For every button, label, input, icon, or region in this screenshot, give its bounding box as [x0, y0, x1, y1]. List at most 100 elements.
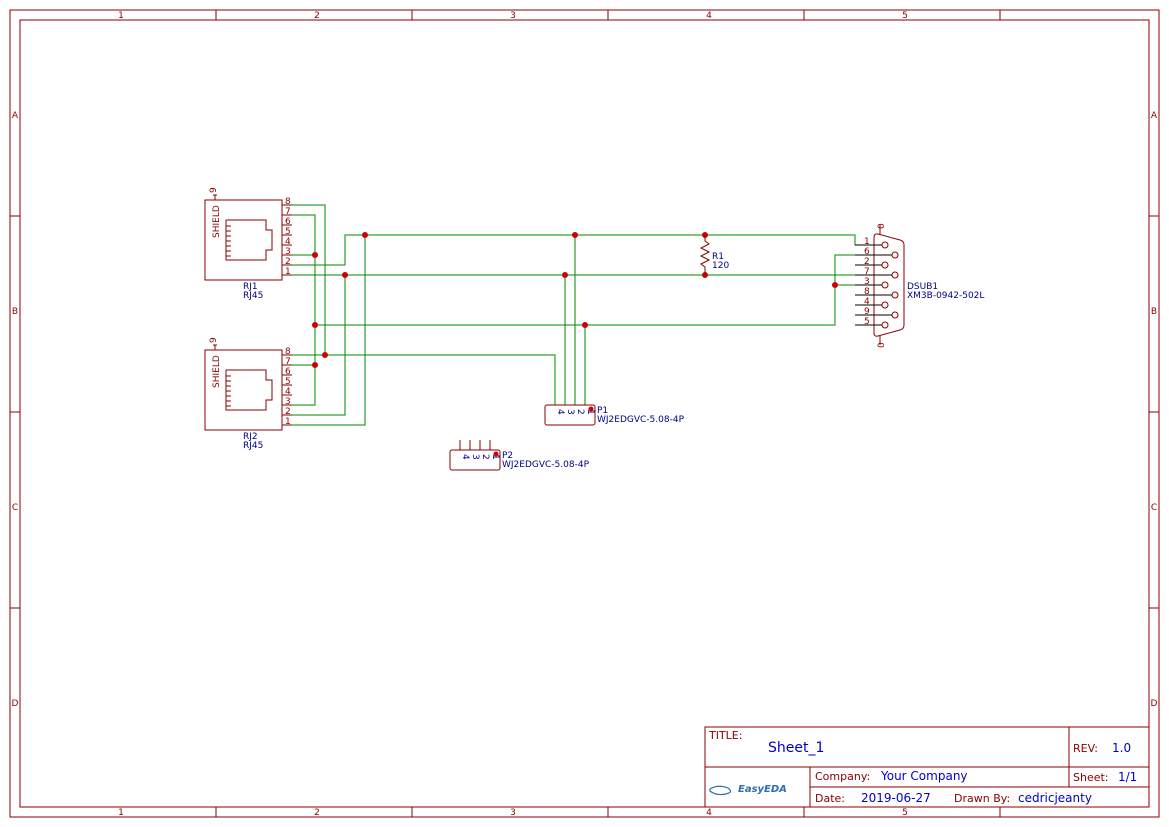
shell-pin-number: 0 [877, 223, 887, 229]
title-block: TITLE: Sheet_1 REV: 1.0 Company: Your Co… [704, 726, 1150, 808]
junction-dot [572, 232, 578, 238]
pin-number: 8 [285, 197, 291, 207]
dsub-connector-dsub1[interactable]: 0 0 1 6 2 7 3 8 4 9 5 DSUB1 XM3B-0942-50… [855, 223, 984, 348]
wire[interactable] [282, 354, 556, 405]
easyeda-logo: EasyEDA [709, 784, 787, 796]
pin-number: 1 [490, 454, 500, 460]
rev-value: 1.0 [1112, 741, 1131, 755]
column-label-top: 1 [118, 11, 124, 21]
pin-number: 3 [285, 397, 291, 407]
pin-number: 4 [285, 237, 291, 247]
row-label-left: D [12, 699, 19, 709]
drawn-by-label: Drawn By: [954, 792, 1010, 805]
sheet-label: Sheet: [1073, 771, 1109, 784]
shield-pin-number: 9 [209, 337, 219, 343]
pin-number: 7 [285, 357, 291, 367]
pin-number: 1 [864, 237, 870, 247]
sheet-number: 1/1 [1118, 770, 1137, 784]
pin-number: 2 [480, 454, 490, 460]
component-ref: P2 [502, 451, 513, 461]
pin-number: 5 [285, 377, 291, 387]
junctions [312, 232, 838, 368]
column-label-bottom: 5 [902, 808, 908, 818]
junction-dot [312, 252, 318, 258]
rj45-connector-rj2[interactable]: 9 SHIELD 8 7 6 5 4 3 2 1 RJ2 RJ45 [204, 337, 292, 451]
shield-label: SHIELD [212, 355, 222, 388]
column-label-top: 5 [902, 11, 908, 21]
component-value: WJ2EDGVC-5.08-4P [502, 460, 590, 470]
pin-number: 3 [565, 409, 575, 415]
column-label-bottom: 1 [118, 808, 124, 818]
pin-number: 3 [470, 454, 480, 460]
logo-text: EasyEDA [738, 784, 787, 795]
date-label: Date: [815, 792, 845, 805]
wire[interactable] [282, 275, 346, 416]
pin-number: 6 [864, 247, 870, 257]
company-value: Your Company [880, 769, 968, 783]
wire[interactable] [282, 214, 316, 406]
pin-number: 6 [285, 367, 291, 377]
row-label-left: B [12, 307, 18, 317]
pin-number: 5 [864, 317, 870, 327]
pin-number: 1 [585, 409, 595, 415]
component-ref: RJ2 [243, 432, 258, 442]
wires [282, 204, 870, 426]
pin-number: 2 [864, 257, 870, 267]
row-label-right: C [1151, 503, 1157, 513]
sheet-frame: 1 2 3 4 5 1 2 3 4 5 A B C D A B C D [9, 9, 1160, 818]
pin-number: 2 [285, 257, 291, 267]
component-value: 120 [712, 261, 729, 271]
pin-number: 4 [460, 454, 470, 460]
junction-dot [362, 232, 368, 238]
shell-pin-number: 0 [877, 342, 887, 348]
drawn-by-value: cedricjeanty [1018, 791, 1092, 805]
pin-number: 4 [864, 297, 870, 307]
component-ref: P1 [597, 406, 608, 416]
component-ref: R1 [712, 252, 724, 262]
component-value: WJ2EDGVC-5.08-4P [597, 415, 685, 425]
junction-dot [312, 322, 318, 328]
pin-number: 8 [864, 287, 870, 297]
column-label-top: 2 [314, 11, 320, 21]
pin-number: 1 [285, 417, 291, 427]
wire[interactable] [315, 254, 870, 326]
junction-dot [832, 282, 838, 288]
resistor-r1[interactable]: R1 120 [699, 235, 729, 275]
junction-dot [582, 322, 588, 328]
pin-number: 2 [285, 407, 291, 417]
junction-dot [322, 352, 328, 358]
column-label-bottom: 4 [706, 808, 712, 818]
pin-number: 1 [285, 267, 291, 277]
component-value: RJ45 [243, 441, 263, 451]
column-label-bottom: 3 [510, 808, 516, 818]
sheet-title: Sheet_1 [768, 740, 824, 756]
pin-number: 4 [555, 409, 565, 415]
title-label: TITLE: [708, 729, 742, 742]
shield-pin-number: 9 [209, 187, 219, 193]
cloud-icon [709, 785, 732, 796]
date-value: 2019-06-27 [861, 791, 931, 805]
wire[interactable] [282, 235, 366, 426]
junction-dot [342, 272, 348, 278]
row-label-right: A [1151, 111, 1158, 121]
pin-number: 3 [285, 247, 291, 257]
wire[interactable] [282, 234, 870, 266]
column-label-bottom: 2 [314, 808, 320, 818]
pin-number: 3 [864, 277, 870, 287]
wire[interactable] [282, 204, 326, 355]
pin-number: 4 [285, 387, 291, 397]
company-label: Company: [815, 770, 870, 783]
component-value: RJ45 [243, 291, 263, 301]
header-connector-p1[interactable]: 4 3 2 1 P1 WJ2EDGVC-5.08-4P [544, 404, 685, 426]
row-label-left: A [12, 111, 19, 121]
rj45-connector-rj1[interactable]: 9 SHIELD 8 7 6 5 4 3 2 1 RJ1 RJ45 [204, 187, 292, 301]
row-label-right: B [1151, 307, 1157, 317]
pin-number: 5 [285, 227, 291, 237]
pin-number: 2 [575, 409, 585, 415]
column-label-top: 3 [510, 11, 516, 21]
component-ref: DSUB1 [907, 282, 938, 292]
header-connector-p2[interactable]: 4 3 2 1 P2 WJ2EDGVC-5.08-4P [449, 440, 590, 471]
pin-number: 8 [285, 347, 291, 357]
pin-number: 9 [864, 307, 870, 317]
pin-number: 7 [285, 207, 291, 217]
